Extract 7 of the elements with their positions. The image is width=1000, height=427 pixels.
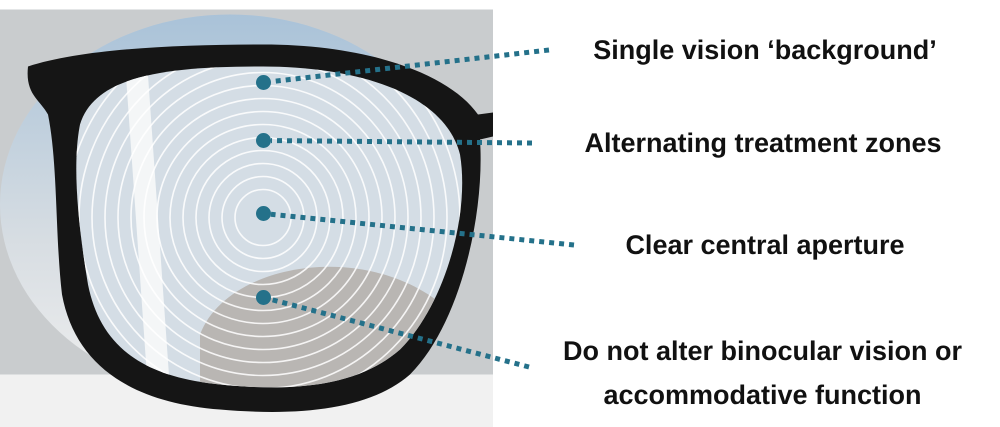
callout-label: Clear central aperture (580, 223, 950, 267)
callout-label: Alternating treatment zones (538, 121, 988, 165)
callout-label: Single vision ‘background’ (555, 28, 975, 72)
leader-line (270, 212, 574, 248)
callout-label: Do not alter binocular vision or accommodative function (535, 329, 990, 417)
leader-line (270, 296, 530, 370)
leader-line (270, 138, 532, 146)
